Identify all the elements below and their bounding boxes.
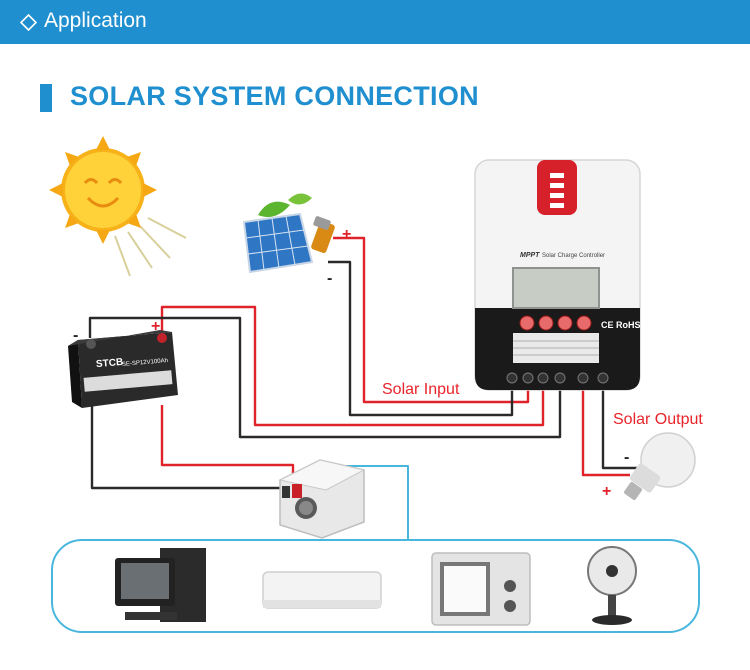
inverter-load-link (330, 465, 409, 540)
solar-panel-icon (242, 193, 335, 274)
light-bulb-icon (624, 432, 696, 500)
section-title: SOLAR SYSTEM CONNECTION (70, 81, 479, 111)
inverter-negative-wire (90, 405, 280, 490)
microwave-oven-icon (431, 552, 531, 626)
title-accent-bar (40, 84, 52, 112)
controller-marks: CE RoHS (601, 320, 641, 330)
battery-minus-sign: - (73, 327, 79, 344)
header-bar: Application (0, 0, 750, 44)
charge-controller (474, 159, 641, 391)
controller-subtitle: Solar Charge Controller (542, 253, 606, 259)
header-title: Application (44, 9, 147, 32)
battery-icon (68, 330, 178, 408)
battery-negative-wire (88, 316, 562, 439)
battery-plus-sign: + (151, 318, 161, 335)
panel-plus-sign: + (342, 226, 352, 243)
load-plus-sign: + (602, 483, 612, 500)
load-positive-wire (581, 378, 630, 477)
sun-icon (49, 136, 187, 277)
load-minus-sign: - (624, 449, 630, 466)
battery-positive-wire (160, 305, 545, 427)
inverter-positive-wire (160, 405, 295, 490)
controller-name: MPPT (520, 252, 540, 259)
solar-input-label: Solar Input (382, 381, 460, 398)
air-conditioner-icon (262, 571, 382, 609)
inverter-icon (278, 459, 366, 539)
panel-minus-sign: - (327, 270, 333, 287)
computer-icon (115, 548, 206, 622)
solar-output-label: Solar Output (613, 411, 703, 428)
battery-brand: STCB (95, 356, 124, 371)
load-negative-wire (601, 378, 640, 470)
panel-negative-wire (328, 260, 514, 417)
panel-positive-wire (333, 236, 530, 404)
electric-fan-icon (587, 546, 637, 625)
diamond-outline-icon (20, 14, 37, 31)
